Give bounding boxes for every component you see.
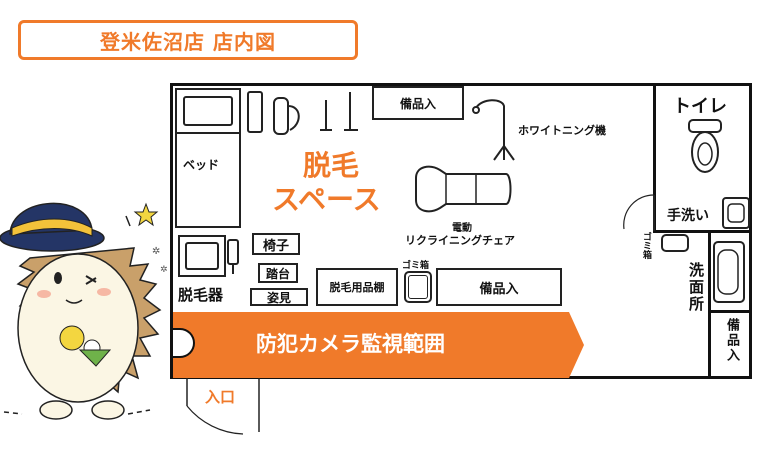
page-title: 登米佐沼店 店内図 — [100, 29, 276, 54]
title-box: 登米佐沼店 店内図 — [18, 20, 358, 60]
washroom-label: 洗面所 — [687, 262, 705, 313]
mirror-label: 姿見 — [266, 290, 291, 305]
hair-removal-shelf: 脱毛用品棚 — [316, 268, 398, 306]
toilet-icon — [688, 119, 722, 173]
svg-text:✲: ✲ — [160, 265, 168, 275]
hedgehog-mascot-icon: ✲ ✲ — [0, 202, 168, 420]
hair-removal-space-label-2: スペース — [272, 183, 381, 216]
hand-wash-label: 手洗い — [667, 208, 709, 224]
whitening-machine-label: ホワイトニング機 — [518, 124, 606, 137]
mirror: 姿見 — [250, 288, 308, 306]
camera-banner-label: 防犯カメラ監視範囲 — [256, 332, 445, 356]
supplies-bottom: 備品入 — [436, 268, 562, 306]
hair-removal-device-label: 脱毛器 — [178, 286, 224, 304]
toilet-label: トイレ — [673, 96, 727, 117]
hair-removal-device-cable-icon — [227, 239, 239, 274]
toilet-wall — [653, 83, 656, 233]
hand-wash-sink-icon — [722, 197, 750, 229]
trash-left — [404, 271, 432, 303]
supplies-bottom-label: 備品入 — [479, 281, 519, 297]
reclining-chair-label-1: 電動 — [452, 223, 472, 234]
bed: ベッド — [175, 88, 241, 228]
washroom-sink-icon — [713, 241, 745, 303]
reclining-chair-label-2: リクライニングチェア — [405, 234, 515, 247]
supplies-right-label: 備品入 — [724, 318, 739, 363]
svg-text:✲: ✲ — [152, 246, 160, 257]
security-camera-icon — [173, 328, 195, 358]
trash-right-label: ゴミ箱 — [641, 232, 651, 259]
toilet-bottom-wall — [653, 230, 752, 233]
toilet-door-icon — [623, 194, 655, 231]
trash-right-icon — [661, 234, 689, 252]
bed-divider — [177, 132, 239, 134]
bed-pillow — [183, 96, 233, 126]
whitening-machine-icon — [472, 99, 515, 161]
entrance-door-icon — [186, 378, 260, 435]
reclining-chair-icon — [415, 165, 512, 213]
step-label: 踏台 — [265, 266, 290, 281]
step: 踏台 — [258, 263, 298, 283]
hair-removal-space-label-1: 脱毛 — [303, 149, 360, 182]
entrance-label: 入口 — [205, 388, 236, 406]
device-stand-icon — [247, 91, 358, 135]
hair-removal-device-screen — [185, 242, 219, 270]
chair: 椅子 — [252, 233, 300, 255]
hair-removal-device — [178, 235, 226, 277]
trash-left-inner — [408, 275, 428, 299]
bed-label: ベッド — [183, 158, 220, 172]
washroom-wall — [708, 230, 711, 379]
trash-left-label: ゴミ箱 — [402, 261, 430, 271]
chair-label: 椅子 — [262, 238, 289, 254]
supplies-right-divider — [708, 310, 752, 313]
hair-removal-shelf-label: 脱毛用品棚 — [329, 281, 385, 294]
supplies-top-label: 備品入 — [399, 96, 436, 111]
supplies-top: 備品入 — [372, 86, 464, 120]
camera-banner-shape — [173, 312, 584, 378]
